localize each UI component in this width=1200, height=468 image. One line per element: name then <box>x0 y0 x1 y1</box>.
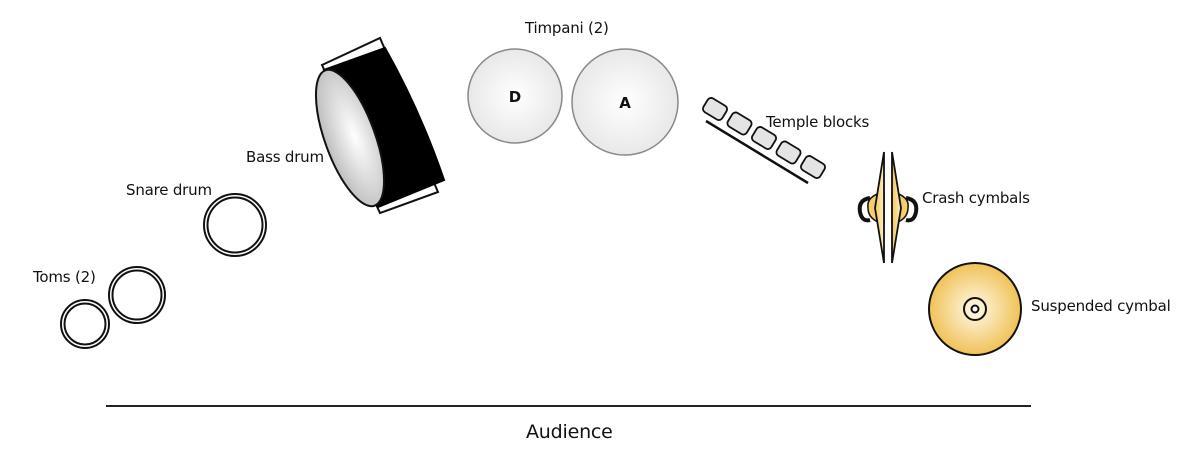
tom-small <box>60 299 110 349</box>
temple-block <box>800 155 826 179</box>
timpani-d: D <box>467 48 563 144</box>
snare-drum <box>203 193 267 257</box>
timpani-label: Timpani (2) <box>525 19 609 37</box>
bass-drum-label: Bass drum <box>246 148 324 166</box>
bass-drum-head <box>314 68 386 208</box>
timpani-note-d: D <box>509 88 521 106</box>
toms-label: Toms (2) <box>33 268 96 286</box>
crash-cymbal-right <box>891 151 902 264</box>
temple-block <box>702 97 728 121</box>
crash-cymbals-label: Crash cymbals <box>922 189 1030 207</box>
suspended-cymbal-label: Suspended cymbal <box>1031 297 1171 315</box>
suspended-cymbal-bell <box>963 297 987 321</box>
crash-cymbal-right-strap <box>905 196 919 223</box>
bass-drum <box>314 36 446 215</box>
crash-cymbals <box>857 151 919 264</box>
bass-drum-shell <box>322 46 446 209</box>
temple-block <box>751 126 777 150</box>
timpani-note-a: A <box>619 94 631 112</box>
timpani: D A <box>467 48 679 156</box>
temple-block <box>775 140 802 165</box>
temple-block <box>726 111 753 136</box>
snare-drum-label: Snare drum <box>126 181 212 199</box>
tom-large <box>108 266 166 324</box>
toms <box>60 266 166 349</box>
temple-blocks <box>702 97 826 185</box>
audience-label: Audience <box>526 421 613 443</box>
suspended-cymbal <box>928 262 1022 356</box>
crash-cymbal-left-strap <box>857 196 871 223</box>
timpani-a: A <box>571 48 679 156</box>
temple-blocks-rail <box>705 119 809 185</box>
temple-blocks-label: Temple blocks <box>766 113 870 131</box>
crash-cymbal-left <box>874 151 885 264</box>
